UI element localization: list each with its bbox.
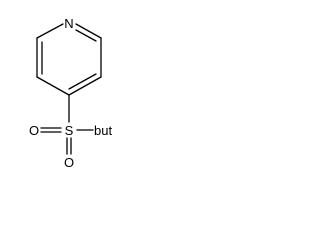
- sulfonyl-group: [40, 127, 72, 155]
- oxygen-bottom-label: O: [64, 155, 74, 170]
- bond-n-c2: [36, 23, 64, 39]
- oxygen-left-label: O: [29, 123, 39, 138]
- double-bond-c6-n: [75, 29, 97, 42]
- chemical-structure-diagram: N S O O but: [29, 16, 113, 170]
- bond-c6-n: [75, 23, 102, 39]
- nitrogen-label: N: [64, 16, 73, 31]
- bond-c3-c4: [36, 76, 70, 96]
- double-bond-c4-c5: [68, 73, 97, 90]
- pyridine-ring: [36, 23, 102, 96]
- bond-c4-c5: [68, 76, 102, 96]
- substituent-label: but: [94, 123, 112, 138]
- sulfur-label: S: [65, 123, 74, 138]
